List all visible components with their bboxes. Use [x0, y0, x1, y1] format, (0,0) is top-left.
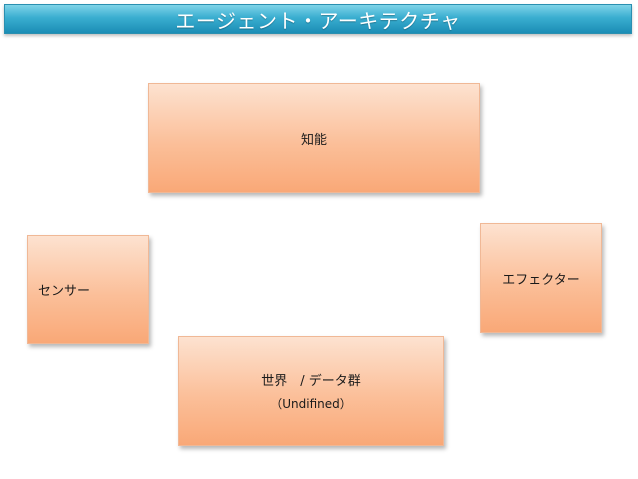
sensor-box: センサー	[27, 235, 149, 344]
slide-title: エージェント・アーキテクチャ	[175, 8, 461, 33]
world-sublabel: （Undifined）	[270, 397, 352, 411]
world-label: 世界 / データ群	[261, 374, 361, 389]
effector-label: エフェクター	[502, 272, 580, 288]
title-banner: エージェント・アーキテクチャ	[4, 4, 632, 34]
intelligence-box: 知能	[148, 83, 480, 193]
world-box: 世界 / データ群 （Undifined）	[178, 336, 444, 446]
intelligence-label: 知能	[300, 132, 327, 148]
effector-box: エフェクター	[480, 223, 602, 333]
sensor-label: センサー	[38, 284, 91, 299]
